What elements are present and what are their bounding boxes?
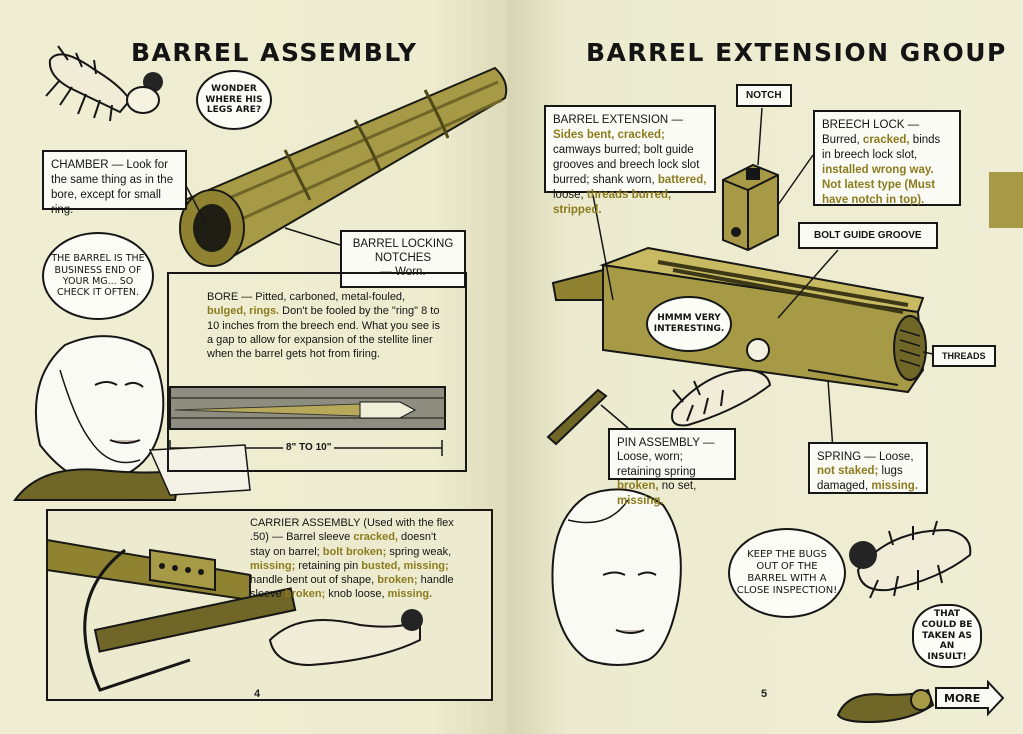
barrel-extension-text-3: loose;	[553, 188, 587, 201]
speech-bubble-bug-insult: THAT COULD BE TAKEN AS AN INSULT!	[912, 604, 982, 668]
breech-lock-illustration	[722, 163, 779, 252]
page-title: BARREL ASSEMBLY	[131, 38, 418, 67]
carrier-hl-6: broken;	[284, 588, 326, 601]
barrel-extension-hl-1: Sides bent, cracked;	[553, 128, 665, 141]
speech-bubble-lady: THE BARREL IS THE BUSINESS END OF YOUR M…	[42, 232, 154, 320]
left-page: BARREL ASSEMBLY WONDER WHERE HIS LEGS AR…	[0, 0, 508, 734]
page-title-right: BARREL EXTENSION GROUP	[586, 38, 1007, 67]
bore-panel-frame	[167, 272, 467, 472]
breech-lock-hl-2: installed wrong way. Not latest type (Mu…	[822, 163, 936, 206]
bolt-guide-groove-label: BOLT GUIDE GROOVE	[798, 222, 938, 249]
pin-assembly-hl-1: broken,	[617, 480, 659, 493]
carrier-callout: CARRIER ASSEMBLY (Used with the flex .50…	[246, 516, 462, 600]
barrel-locking-line3: — Worn.	[380, 265, 426, 278]
right-page: BARREL EXTENSION GROUP BARREL EXTENSION …	[508, 0, 1023, 734]
bug-bottom-right-illustration	[849, 520, 972, 599]
chamber-label: CHAMBER	[51, 159, 109, 171]
woman-illustration-right	[551, 488, 682, 666]
carrier-text-6: handle sleeve	[250, 574, 454, 601]
barrel-extension-label: BARREL EXTENSION	[553, 114, 669, 126]
carrier-hl-3: missing;	[250, 559, 296, 572]
chamber-text: — Look for the same thing as in the bore…	[51, 159, 174, 216]
bore-callout: BORE — Pitted, carboned, metal-fouled, b…	[167, 272, 467, 384]
bug-on-part-illustration	[671, 338, 772, 427]
bore-ruler-label: 8" TO 10"	[283, 442, 335, 453]
bug-more-illustration	[836, 679, 1005, 724]
pin-assembly-text-2: no set,	[658, 480, 697, 493]
spring-text-1: — Loose,	[861, 451, 914, 463]
breech-lock-text-2: binds in breech lock slot,	[822, 133, 941, 161]
page-number-right: 5	[761, 688, 768, 700]
spring-callout: SPRING — Loose, not staked; lugs damaged…	[808, 442, 928, 494]
carrier-hl-4: busted, missing;	[361, 559, 449, 572]
breech-lock-callout: BREECH LOCK — Burred, cracked, binds in …	[813, 110, 961, 206]
speech-bubble-lady-right: KEEP THE BUGS OUT OF THE BARREL WITH A C…	[728, 528, 846, 618]
notch-label: NOTCH	[736, 84, 792, 107]
spring-hl-1: not staked;	[817, 465, 879, 478]
carrier-hl-7: missing.	[387, 588, 433, 601]
carrier-text-2: doesn't stay on barrel;	[250, 531, 437, 558]
speech-bubble-bug: WONDER WHERE HIS LEGS ARE?	[196, 70, 272, 130]
breech-lock-label: BREECH LOCK	[822, 119, 905, 131]
carrier-text-5: handle bent out of shape,	[250, 574, 378, 587]
barrel-locking-line1: BARREL LOCKING	[352, 238, 454, 250]
left-page-illustrations	[13, 45, 508, 701]
barrel-extension-hl-3: threads burred, stripped.	[553, 188, 672, 216]
barrel-extension-callout: BARREL EXTENSION — Sides bent, cracked; …	[544, 105, 716, 216]
barrel-extension-hl-2: battered,	[657, 173, 707, 186]
breech-lock-text-1: — Burred,	[822, 119, 920, 146]
pin-assembly-text-1: — Loose, worn; retaining spring	[617, 437, 715, 478]
page-number-left: 4	[254, 688, 261, 700]
pin-assembly-label: PIN ASSEMBLY	[617, 437, 700, 449]
carrier-hl-2: bolt broken;	[322, 545, 387, 558]
threads-label: THREADS	[932, 345, 996, 367]
bore-text-2: Don't be fooled by the "ring" 8 to 10 in…	[207, 305, 440, 361]
bore-text-1: — Pitted, carboned, metal-fouled,	[238, 291, 406, 303]
page-edge-tab	[989, 172, 1023, 228]
barrel-locking-line2: NOTCHES	[374, 251, 432, 264]
pin-illustration	[546, 388, 608, 446]
carrier-hl-1: cracked,	[353, 531, 398, 544]
spring-hl-2: missing.	[871, 479, 919, 492]
chamber-callout: CHAMBER — Look for the same thing as in …	[42, 150, 187, 216]
bore-label: BORE	[207, 291, 239, 303]
pin-assembly-callout: PIN ASSEMBLY — Loose, worn; retaining sp…	[608, 428, 736, 507]
bore-cross-section	[169, 386, 446, 456]
spring-text-2: lugs damaged,	[817, 465, 903, 492]
bug-illustration	[45, 45, 163, 122]
woman-illustration	[13, 335, 251, 501]
carrier-text-1: (Used with the flex .50) — Barrel sleeve	[250, 517, 454, 544]
speech-bubble-bug-right: HMMM VERY INTERESTING.	[646, 296, 732, 352]
pin-assembly-hl-2: missing.	[617, 494, 664, 507]
spring-label: SPRING	[817, 451, 862, 463]
more-arrow-label: MORE	[944, 692, 981, 705]
carrier-hl-5: broken;	[377, 574, 418, 587]
carrier-text-4: retaining pin	[295, 559, 362, 572]
bore-highlight: bulged, rings.	[207, 305, 280, 318]
breech-lock-hl-1: cracked,	[862, 133, 910, 146]
carrier-assembly-illustration	[46, 509, 493, 701]
barrel-extension-text-2: camways burred; bolt guide grooves and b…	[553, 143, 700, 186]
barrel-extension-text-1: —	[668, 114, 683, 126]
carrier-label: CARRIER ASSEMBLY	[250, 517, 361, 529]
carrier-text-7: knob loose,	[325, 588, 388, 601]
barrel-illustration	[179, 66, 508, 267]
barrel-locking-callout: BARREL LOCKING NOTCHES — Worn.	[340, 230, 466, 288]
carrier-text-3: spring weak,	[386, 545, 452, 558]
